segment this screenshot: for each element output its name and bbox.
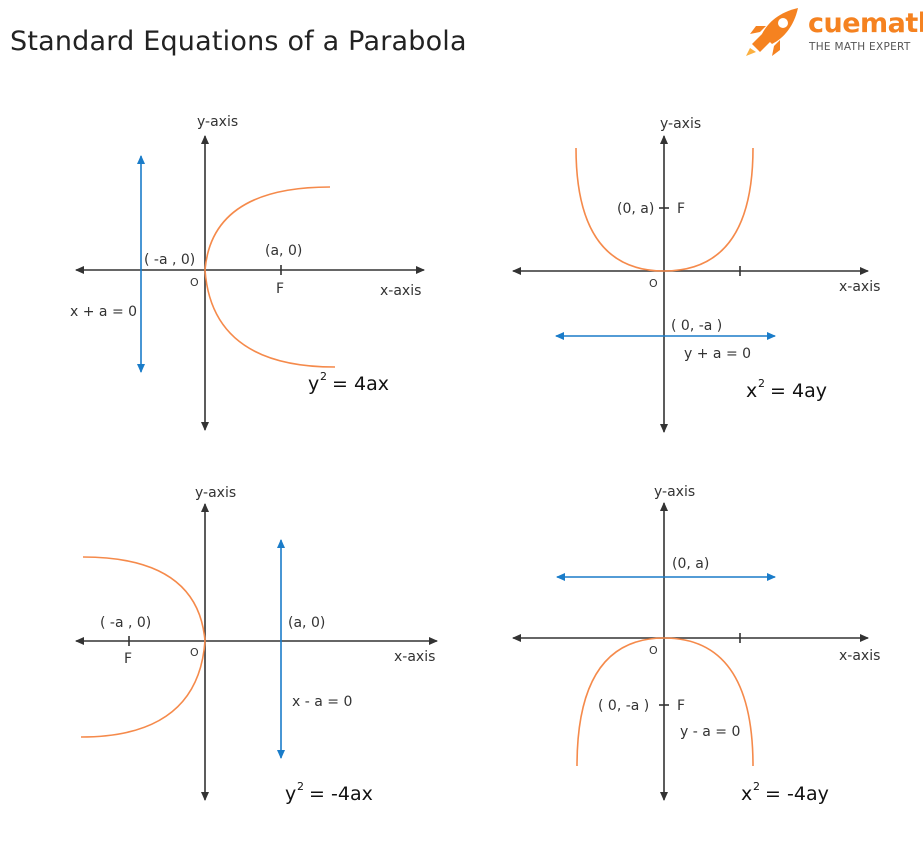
y-axis-label: y-axis <box>197 114 238 130</box>
parabola-equation: y 2 = 4ax <box>308 370 389 395</box>
directrix-equation: x - a = 0 <box>292 694 352 710</box>
directrix-equation: y - a = 0 <box>680 724 740 740</box>
equation-rhs: = 4ax <box>326 373 389 395</box>
vertex-point-label: (a, 0) <box>288 615 325 631</box>
parabola-equation: x 2 = -4ay <box>741 780 829 805</box>
panel-y2-eq-neg4ax: y-axis x-axis O F ( -a , 0) (a, 0) x - a… <box>75 485 438 805</box>
x-axis-label: x-axis <box>380 283 421 299</box>
y-axis-label: y-axis <box>654 484 695 500</box>
vertex-point-label: (0, a) <box>672 556 709 572</box>
panel-y2-eq-4ax: y-axis x-axis O F (a, 0) ( -a , 0) x + a… <box>70 114 425 431</box>
focus-point-label: (a, 0) <box>265 243 302 259</box>
directrix-equation: y + a = 0 <box>684 346 751 362</box>
logo-tagline: THE MATH EXPERT <box>809 41 911 53</box>
equation-base: y <box>285 783 296 805</box>
directrix-equation: x + a = 0 <box>70 304 137 320</box>
equation-rhs: = -4ax <box>303 783 373 805</box>
x-axis-label: x-axis <box>839 648 880 664</box>
parabola-curve <box>576 637 754 767</box>
focus-label: F <box>677 698 685 714</box>
x-axis-label: x-axis <box>839 279 880 295</box>
equation-rhs: = 4ay <box>764 380 827 402</box>
y-axis-label: y-axis <box>195 485 236 501</box>
rocket-icon <box>746 8 798 56</box>
equation-exponent: 2 <box>758 377 765 390</box>
focus-point-label: ( 0, -a ) <box>598 698 649 714</box>
focus-label: F <box>124 651 132 667</box>
y-axis-label: y-axis <box>660 116 701 132</box>
equation-base: x <box>741 783 752 805</box>
focus-label: F <box>677 201 685 217</box>
origin-label: O <box>649 277 658 290</box>
logo-brand-text: cuemath <box>808 8 923 39</box>
parabola-equation: x 2 = 4ay <box>746 377 827 402</box>
parabola-curve <box>575 147 754 272</box>
origin-label: O <box>190 646 199 659</box>
origin-label: O <box>649 644 658 657</box>
parabola-equation: y 2 = -4ax <box>285 780 373 805</box>
focus-point-label: ( -a , 0) <box>100 615 151 631</box>
equation-base: x <box>746 380 757 402</box>
panel-x2-eq-neg4ay: y-axis x-axis O F ( 0, -a ) (0, a) y - a… <box>512 484 880 805</box>
equation-base: y <box>308 373 319 395</box>
cuemath-logo[interactable]: cuemath THE MATH EXPERT <box>742 4 923 58</box>
page-title: Standard Equations of a Parabola <box>10 26 467 57</box>
equation-rhs: = -4ay <box>759 783 829 805</box>
focus-point-label: (0, a) <box>617 201 654 217</box>
equation-exponent: 2 <box>753 780 760 793</box>
vertex-point-label: ( 0, -a ) <box>671 318 722 334</box>
parabola-curve <box>80 556 206 738</box>
x-axis-label: x-axis <box>394 649 435 665</box>
origin-label: O <box>190 276 199 289</box>
equation-exponent: 2 <box>320 370 327 383</box>
focus-label: F <box>276 281 284 297</box>
vertex-point-label: ( -a , 0) <box>144 252 195 268</box>
panel-x2-eq-4ay: y-axis x-axis O F (0, a) ( 0, -a ) y + a… <box>512 116 880 433</box>
parabola-curve <box>204 186 336 368</box>
equation-exponent: 2 <box>297 780 304 793</box>
